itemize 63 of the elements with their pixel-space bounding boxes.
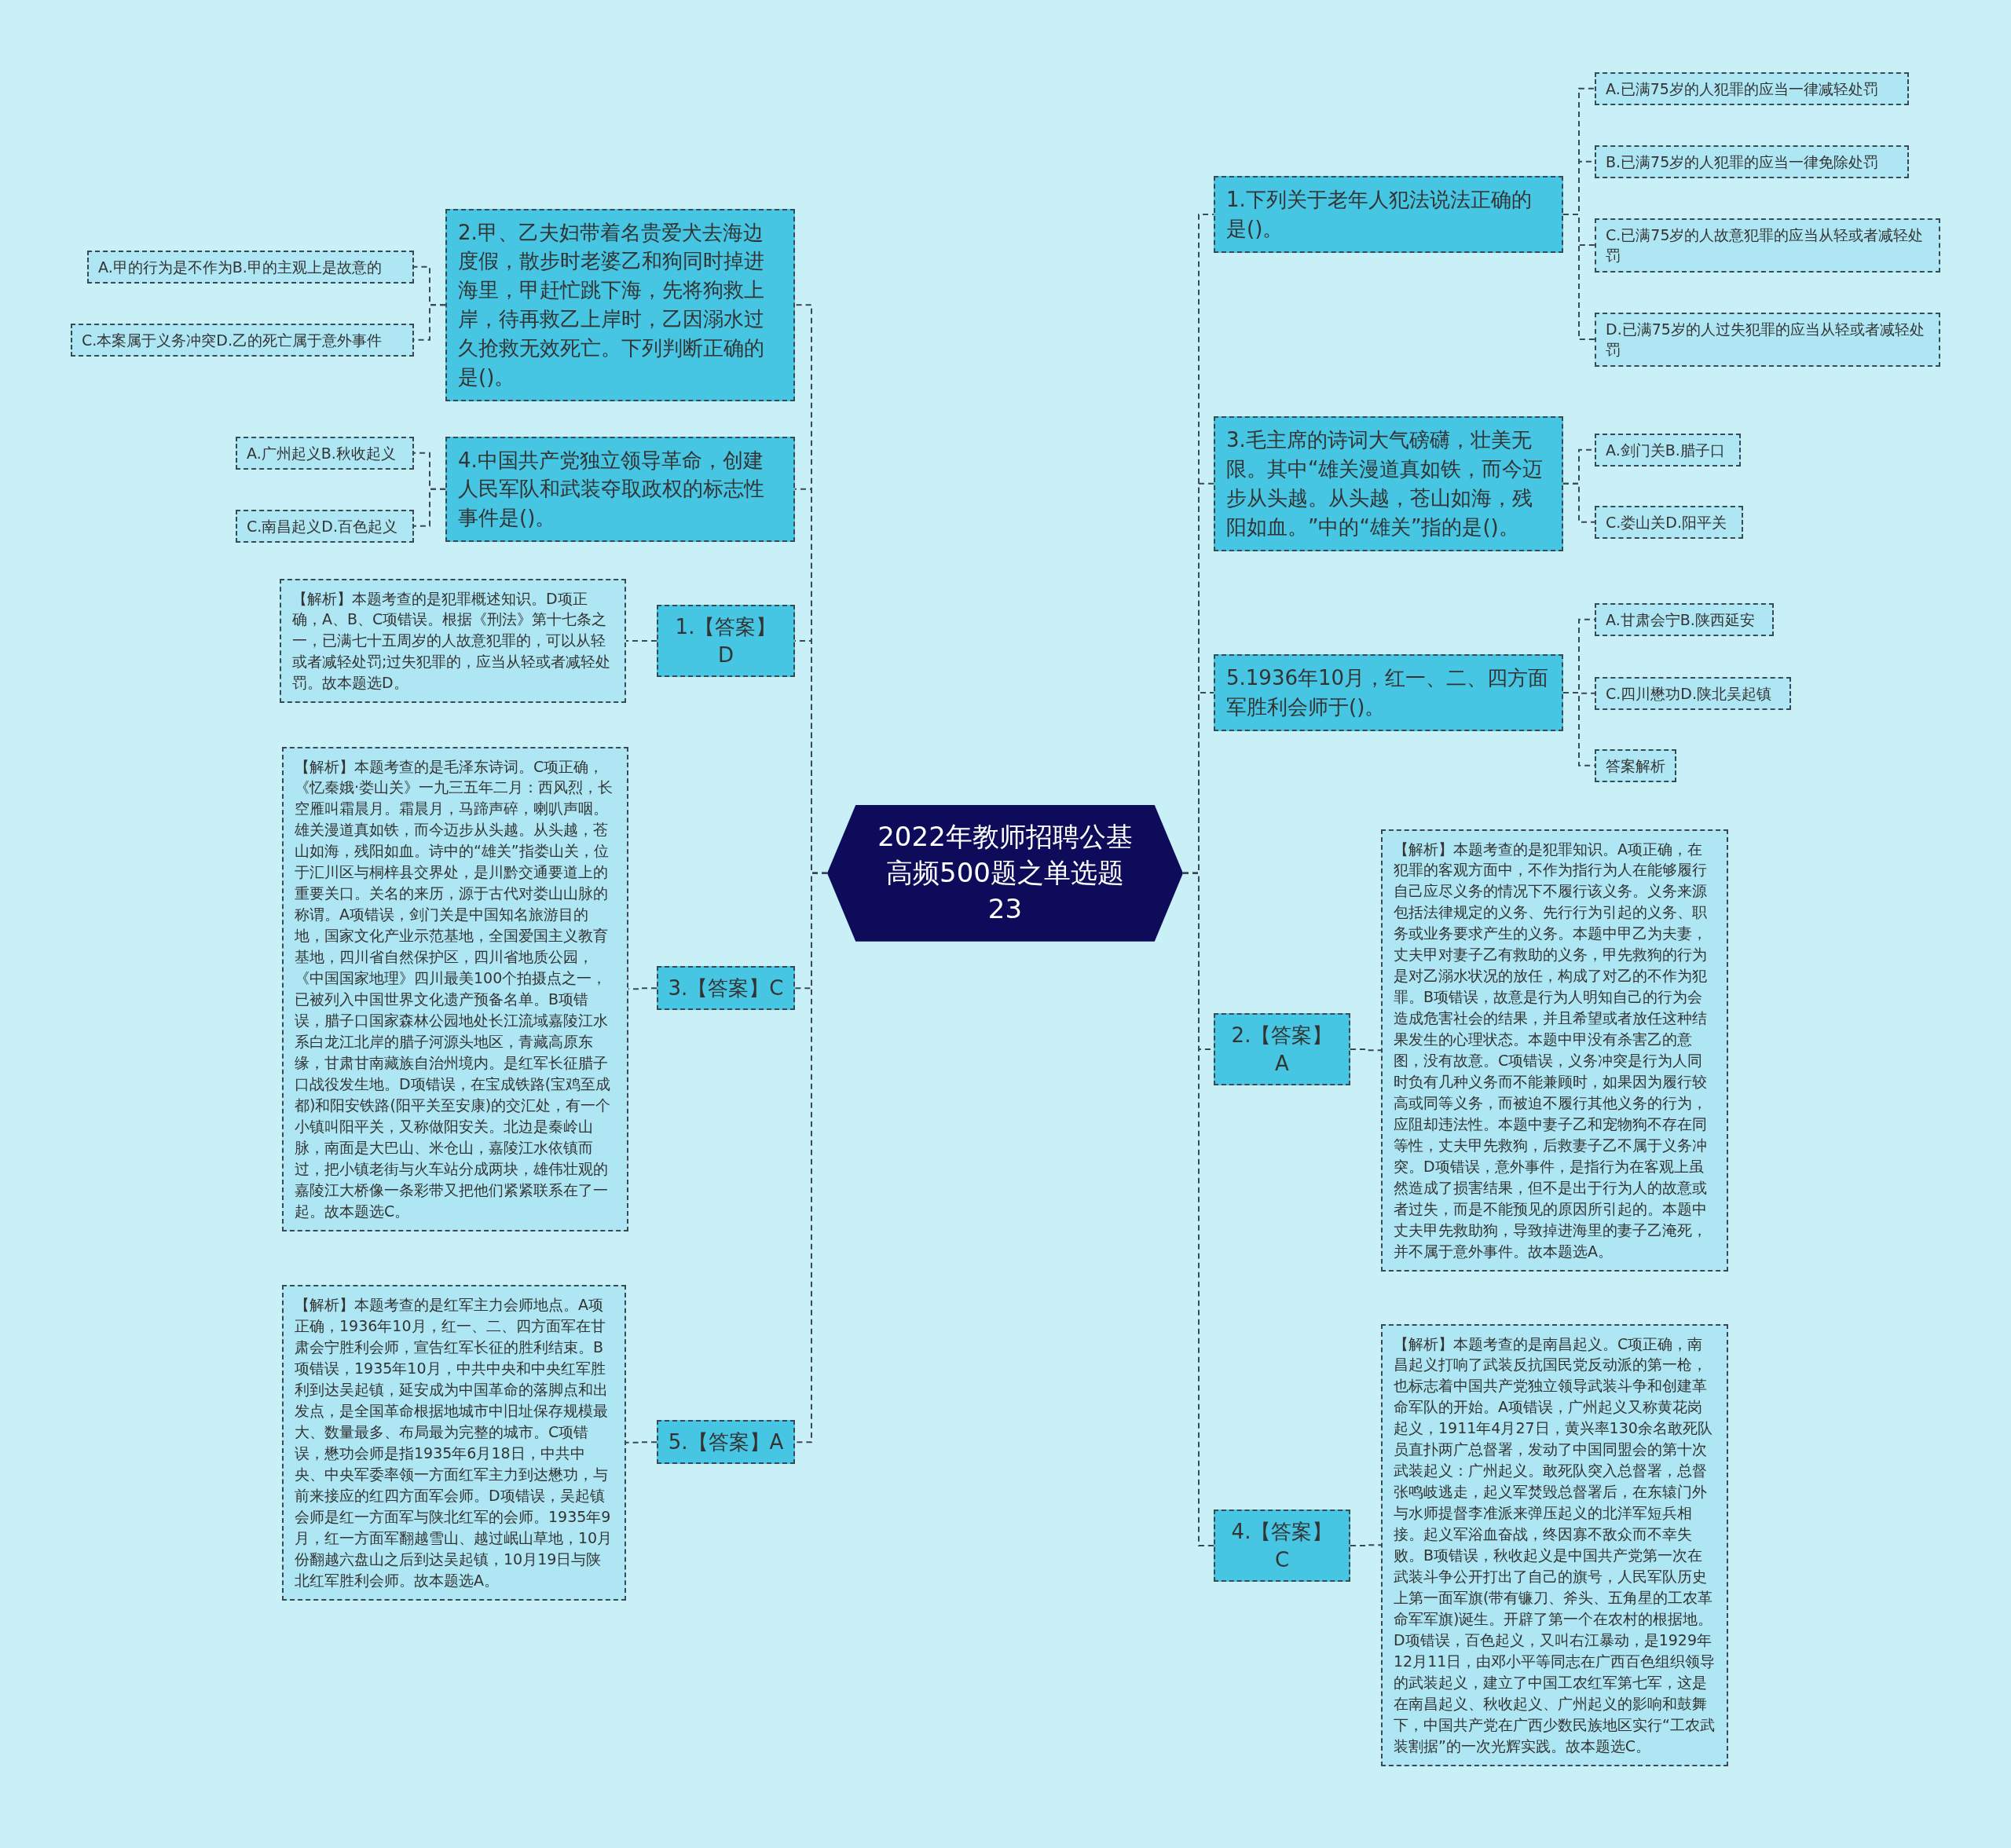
answer-text: 1.【答案】D [675,614,777,667]
connector-line [1562,482,1595,523]
answer-text: 5.【答案】A [668,1430,784,1454]
answer-text: 2.【答案】A [1231,1023,1333,1075]
central-topic [827,805,1183,942]
option-box [1595,602,1774,637]
answer-box [657,1420,795,1465]
option-text: A.剑门关B.腊子口 [1606,441,1725,459]
option-box [236,509,414,543]
option-text: C.四川懋功D.陕北吴起镇 [1606,684,1771,702]
option-text: A.甘肃会宁B.陕西延安 [1606,610,1755,628]
option-box [1595,505,1743,540]
connector-line [1350,1544,1382,1546]
question-text: 3.毛主席的诗词大气磅礴，壮美无限。其中“雄关漫道真如铁，而今迈步从头越。从头越，苍山如海，残阳如血。”中的“雄关”指的是()。 [1226,428,1544,539]
option-text: A.广州起义B.秋收起义 [247,444,396,462]
answer-text: 4.【答案】C [1231,1519,1333,1572]
connector-line [1182,872,1214,1546]
topic-text: 2022年教师招聘公基高频500题之单选题23 [877,821,1133,924]
option-text: 答案解析 [1606,756,1665,774]
question-box [445,208,795,401]
option-box [1595,433,1741,467]
answer-box [657,604,795,678]
option-text: C.本案属于义务冲突D.乙的死亡属于意外事件 [82,331,382,349]
question-text: 4.中国共产党独立领导革命，创建人民军队和武装夺取政权的标志性事件是()。 [458,448,764,530]
option-text: C.南昌起义D.百色起义 [247,517,397,535]
option-text: B.已满75岁的人犯罪的应当一律免除处罚 [1606,152,1879,170]
question-box [1214,654,1563,731]
option-box [1595,312,1940,367]
explanation-box [280,578,626,704]
option-box [236,436,414,470]
connector-line [625,1441,658,1444]
option-box [87,250,414,284]
answer-box [657,966,795,1011]
explanation-text: 【解析】本题考查的是犯罪概述知识。D项正确，A、B、C项错误。根据《刑法》第十七条之一，已满七十五周岁的人故意犯罪的，可以从轻或者减轻处罚;过失犯罪的，应当从轻或者减轻处罚。故本题选D。 [292,589,611,692]
answer-box [1214,1509,1350,1583]
connector-line [794,872,828,1444]
answer-box [1214,1012,1350,1086]
explanation-text: 【解析】本题考查的是红军主力会师地点。A项正确，1936年10月，红一、二、四方面军在甘肃会宁胜利会师，宣告红军长征的胜利结束。B项错误，1935年10月，中共中央和中央红军胜利到达吴起镇，延安成为中国革命的落脚点和出发点，是全国革命根据地城市中旧址保存规模最大、数量最多、布局最为完整的城市。C项错误，懋功会师是指1935年6月18日，中共中央、中央军委率领一方面红军主力到达懋功，与前来接应的红四方面军会师。D项错误，吴起镇会师是红一方面军与陕北红军的会师。1935年9月，红一方面军翻越雪山、越过岷山草地，10月份翻越六盘山之后到达吴起镇，10月19日与陕北红军胜利会师。故本题选A。 [295,1296,613,1589]
question-text: 5.1936年10月，红一、二、四方面军胜利会师于()。 [1226,666,1549,719]
option-box [1595,748,1676,783]
connector-line [1562,213,1595,341]
option-box [1595,71,1909,106]
option-text: D.已满75岁的人过失犯罪的应当从轻或者减轻处罚 [1606,320,1925,359]
option-text: C.已满75岁的人故意犯罪的应当从轻或者减轻处罚 [1606,225,1924,265]
option-box [71,323,414,357]
explanation-text: 【解析】本题考查的是毛泽东诗词。C项正确，《忆秦娥·娄山关》一九三五年二月：西风烈，长空雁叫霜晨月。霜晨月，马蹄声碎，喇叭声咽。雄关漫道真如铁，而今迈步从头越。从头越，苍山如海，残阳如血。诗中的“雄关”指娄山关，位于汇川区与桐梓县交界处，是川黔交通要道上的重要关口。关名的来历，源于古代对娄山山脉的称谓。A项错误，剑门关是中国知名旅游目的地，国家文化产业示范基地，全国爱国主义教育基地，四川省自然保护区，四川省地质公园，《中国国家地理》四川最美100个拍摄点之一，已被列入中国世界文化遗产预备名单。B项错误，腊子口国家森林公园地处长江流域嘉陵江水系白龙江北岸的腊子河源头地区，青藏高原东缘，甘肃甘南藏族自治州境内。是红军长征腊子口战役发生地。D项错误，在宝成铁路(宝鸡至成都)和阳安铁路(阳平关至安康)的交汇处，有一个小镇叫阳平关，又称做阳安关。北边是秦岭山脉，南面是大巴山、米仓山，嘉陵江水依镇而过，把小镇老街与火车站分成两块，雄伟壮观的嘉陵江大桥像一条彩带又把他们紧紧联系在了一起。故本题选C。 [295,757,614,1220]
question-text: 1.下列关于老年人犯法说法正确的是()。 [1226,188,1532,240]
explanation-text: 【解析】本题考查的是犯罪知识。A项正确，在犯罪的客观方面中，不作为指行为人在能够履行自己应尽义务的情况下不履行该义务。义务来源包括法律规定的义务、先行行为引起的义务、职务或业务要求产生的义务。本题中甲乙为夫妻，丈夫甲对妻子乙有救助的义务，甲先救狗的行为是对乙溺水状况的放任，构成了对乙的不作为犯罪。B项错误，故意是行为人明知自己的行为会造成危害社会的结果，并且希望或者放任这种结果发生的心理状态。本题中甲没有杀害乙的意图，没有故意。C项错误，义务冲突是行为人同时负有几种义务而不能兼顾时，如果因为履行较高或同等义务，而被迫不履行其他义务的行为，应阻却违法性。本题中妻子乙和宠物狗不存在同等性，丈夫甲先救狗，后救妻子乙不属于义务冲突。D项错误，意外事件，是指行为在客观上虽然造成了损害结果，但不是出于行为人的故意或者过失，而是不能预见的原因所引起的。本题中丈夫甲先救助狗，导致掉进海里的妻子乙淹死，并不属于意外事件。故本题选A。 [1394,840,1707,1260]
option-text: A.甲的行为是不作为B.甲的主观上是故意的 [98,258,382,276]
option-box [1595,676,1791,711]
question-text: 2.甲、乙夫妇带着名贵爱犬去海边度假，散步时老婆乙和狗同时掉进海里，甲赶忙跳下海，先将狗救上岸，待再救乙上岸时，乙因溺水过久抢救无效死亡。下列判断正确的是()。 [458,220,764,390]
question-box [1214,416,1563,551]
connector-line [413,488,446,527]
option-text: A.已满75岁的人犯罪的应当一律减轻处罚 [1606,79,1878,97]
connector-line [1350,1048,1382,1052]
question-box [445,436,795,543]
option-box [1595,218,1940,273]
question-box [1214,176,1563,253]
option-text: C.娄山关D.阳平关 [1606,513,1727,531]
connector-line [625,639,658,642]
answer-text: 3.【答案】C [668,976,784,1000]
explanation-text: 【解析】本题考查的是南昌起义。C项正确，南昌起义打响了武装反抗国民党反动派的第一枪，也标志着中国共产党独立领导武装斗争和创建革命军队的开始。A项错误，广州起义又称黄花岗起义，1911年4月27日，黄兴率130余名敢死队员直扑两广总督署，发动了中国同盟会的第十次武装起义：广州起义。敢死队突入总督署，总督张鸣岐逃走，起义军焚毁总督署后，在东辕门外与水师提督李准派来弹压起义的北洋军短兵相接。起义军浴血奋战，终因寡不敌众而不幸失败。B项错误，秋收起义是中国共产党第一次在武装斗争公开打出了自己的旗号，人民军队历史上第一面军旗(带有镰刀、斧头、五角星的工农革命军军旗)诞生。开辟了第一个在农村的根据地。D项错误，百色起义，又叫右江暴动，是1929年12月11日，由邓小平等同志在广西百色组织领导的武装起义，建立了中国工农红军第七军，这是在南昌起义、秋收起义、广州起义的影响和鼓舞下，中国共产党在广西少数民族地区实行“工农武装割据”的一次光辉实践。故本题选C。 [1394,1334,1716,1755]
option-box [1595,145,1909,179]
